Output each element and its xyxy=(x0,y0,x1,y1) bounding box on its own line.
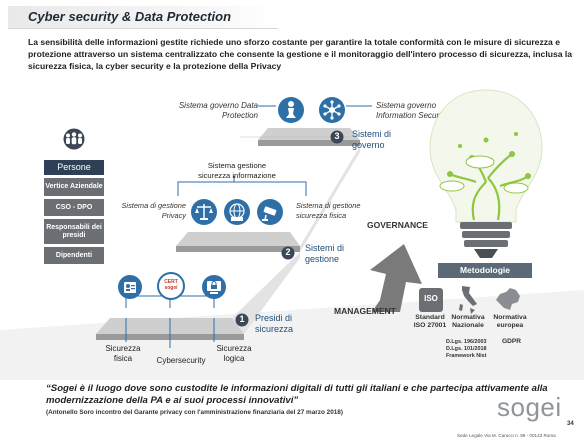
metodologia-detail: Framework Nist xyxy=(446,353,487,359)
governo-data-protection-label: Sistema governo Data Protection xyxy=(178,101,258,120)
presidi-sicurezza-fisica-label: Sicurezza fisica xyxy=(105,344,141,363)
presidi-sicurezza-logica-label: Sicurezza logica xyxy=(216,344,252,363)
persone-item: Dipendenti xyxy=(44,247,104,264)
iso-badge-text: ISO xyxy=(424,294,438,303)
persone-item: Vertice Aziendale xyxy=(44,178,104,196)
persone-item: Responsabili dei presidi xyxy=(44,219,104,244)
quote-source: (Antonello Soro incontro del Garante pri… xyxy=(46,409,343,416)
lock-screen-icon xyxy=(202,275,226,299)
persone-header: Persone xyxy=(44,160,104,175)
title-bar xyxy=(8,6,278,29)
metodologia-detail: D.Lgs. 101/2018 xyxy=(446,346,487,352)
lightbulb-icon xyxy=(429,89,543,258)
metodologia-detail-gdpr: GDPR xyxy=(502,338,522,345)
sogei-logo: sogei xyxy=(497,392,562,422)
people-group-icon xyxy=(63,128,85,150)
level-2-badge xyxy=(281,246,295,260)
intro-paragraph: La sensibilità delle informazioni gestit… xyxy=(28,37,573,71)
page-title: Cyber security & Data Protection xyxy=(28,9,232,24)
italy-map-icon xyxy=(459,286,477,314)
cctv-camera-icon xyxy=(257,199,283,225)
presidi-cybersecurity-label: Cybersecurity xyxy=(156,356,206,365)
level-3-number: 3 xyxy=(334,131,340,141)
scales-icon xyxy=(191,199,217,225)
gestione-privacy-label: Sistema di gestione Privacy xyxy=(121,201,187,220)
cert-sogei-icon xyxy=(157,272,185,300)
background-wave xyxy=(0,290,584,380)
level-3-label: Sistemi di governo xyxy=(352,129,392,150)
metodologia-iso-label: Standard ISO 27001 xyxy=(413,314,447,329)
cert-sogei-label: CERT sogei xyxy=(164,279,178,291)
network-hub-icon xyxy=(319,97,345,123)
iso-icon xyxy=(419,288,443,312)
level-1-badge xyxy=(235,313,249,327)
level-1-label: Presidi di sicurezza xyxy=(255,313,294,334)
quote-text: “Sogei è il luogo dove sono custodite le… xyxy=(46,383,548,406)
gestione-sicurezza-informazione-label: Sistema gestione sicurezza informazione xyxy=(198,161,276,180)
gestione-sicurezza-fisica-label: Sistema di gestione sicurezza fisica xyxy=(296,201,361,220)
badge-icon xyxy=(118,275,142,299)
level-2-label: Sistemi di gestione xyxy=(305,243,345,264)
metodologia-detail: D.Lgs. 196/2003 xyxy=(446,339,487,345)
management-label: MANAGEMENT xyxy=(334,306,396,316)
level-2-number: 2 xyxy=(285,247,291,257)
metodologia-europea-label: Normativa europea xyxy=(493,314,527,329)
level-1-number: 1 xyxy=(239,314,245,324)
page-number: 34 xyxy=(567,421,574,427)
governance-label: GOVERNANCE xyxy=(367,220,428,230)
europe-map-icon xyxy=(496,288,520,310)
chess-piece-icon xyxy=(278,97,304,123)
persone-item: CSO - DPO xyxy=(44,199,104,216)
level-3-badge xyxy=(330,130,344,144)
governo-information-security-label: Sistema governo Information Security xyxy=(376,101,448,120)
metodologia-nazionale-label: Normativa Nazionale xyxy=(451,314,485,329)
footer-address: Sede Legale Via M. Carucci n. 99 - 00143… xyxy=(457,433,556,438)
metodologie-header: Metodologie xyxy=(438,263,532,278)
iso-globe-icon xyxy=(224,199,250,225)
